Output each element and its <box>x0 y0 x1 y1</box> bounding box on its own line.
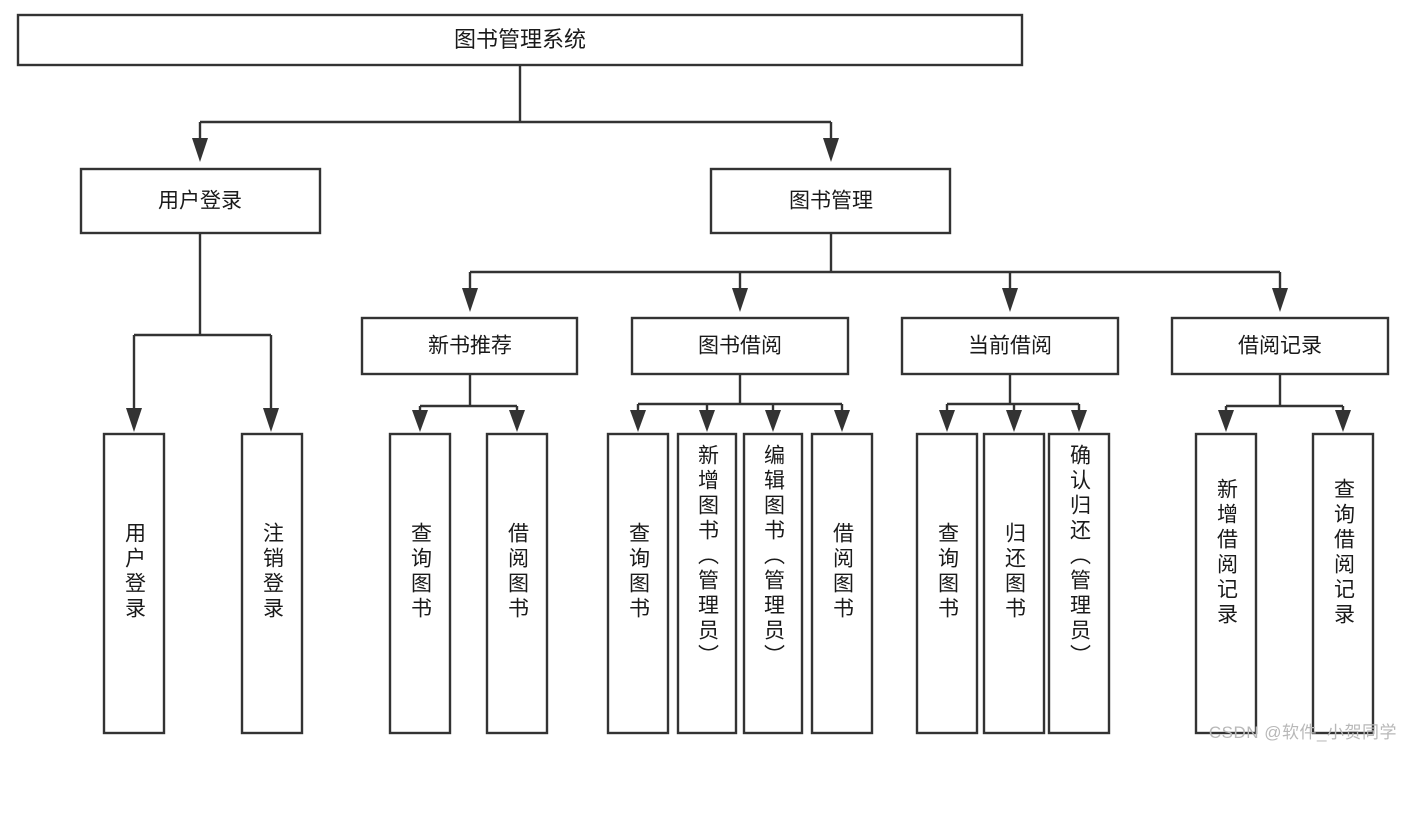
node-book-manage[interactable]: 图书管理 <box>709 167 952 235</box>
leaf-edit-book-box[interactable] <box>742 432 804 735</box>
leaf-add-book-box[interactable] <box>676 432 738 735</box>
node-book-borrow[interactable]: 图书借阅 <box>630 316 850 376</box>
node-new-book-recommend[interactable]: 新书推荐 <box>360 316 579 376</box>
leaf-borrow-book-1-box[interactable] <box>485 432 549 735</box>
arrow-head-book-borrow <box>732 288 748 312</box>
leaf-return-book-box[interactable] <box>982 432 1046 735</box>
arrow-head-leaf-query-book-3 <box>939 410 955 432</box>
connector-group-book-borrow <box>630 374 850 432</box>
connector-group-new-book-recommend <box>412 374 525 432</box>
leaf-query-book-1-box[interactable] <box>388 432 452 735</box>
arrow-head-leaf-borrow-book-2 <box>834 410 850 432</box>
arrow-head-leaf-query-book-1 <box>412 410 428 432</box>
node-current-borrow-box[interactable] <box>900 316 1120 376</box>
connector-group-root <box>192 65 839 162</box>
node-root-label: 图书管理系统 <box>454 27 586 52</box>
node-user-login[interactable]: 用户登录 <box>79 167 322 235</box>
leaf-query-record-box[interactable] <box>1311 432 1375 735</box>
arrow-head-user-login <box>192 138 208 162</box>
node-current-borrow[interactable]: 当前借阅 <box>900 316 1120 376</box>
arrow-head-current-borrow <box>1002 288 1018 312</box>
diagram-root: 图书管理系统 用户登录 图书管理 新书推荐 图书借阅 当前借阅 借阅记录 <box>16 13 1397 742</box>
arrow-head-new-book-recommend <box>462 288 478 312</box>
leaf-borrow-book-2-box[interactable] <box>810 432 874 735</box>
connector-group-current-borrow <box>939 374 1087 432</box>
leaf-user-logout-box[interactable] <box>240 432 304 735</box>
node-user-login-box[interactable] <box>79 167 322 235</box>
node-borrow-record[interactable]: 借阅记录 <box>1170 316 1390 376</box>
arrow-head-leaf-query-book-2 <box>630 410 646 432</box>
leaf-query-book-3-box[interactable] <box>915 432 979 735</box>
node-current-borrow-label: 当前借阅 <box>968 335 1052 358</box>
arrow-head-leaf-add-book <box>699 410 715 432</box>
node-book-borrow-box[interactable] <box>630 316 850 376</box>
arrow-head-borrow-record <box>1272 288 1288 312</box>
arrow-head-leaf-borrow-book-1 <box>509 410 525 432</box>
arrow-head-leaf-add-record <box>1218 410 1234 432</box>
node-book-manage-box[interactable] <box>709 167 952 235</box>
leaf-add-record-box[interactable] <box>1194 432 1258 735</box>
arrow-head-leaf-user-login <box>126 408 142 432</box>
connector-group-book-manage <box>462 233 1288 312</box>
arrow-head-leaf-user-logout <box>263 408 279 432</box>
node-book-manage-label: 图书管理 <box>789 190 873 213</box>
leaf-user-login-box[interactable] <box>102 432 166 735</box>
node-user-login-label: 用户登录 <box>158 190 242 213</box>
arrow-head-leaf-query-record <box>1335 410 1351 432</box>
connector-group-user-login <box>126 233 279 432</box>
arrow-head-book-manage <box>823 138 839 162</box>
node-borrow-record-label: 借阅记录 <box>1238 335 1322 358</box>
node-root[interactable]: 图书管理系统 <box>16 13 1024 67</box>
leaf-query-book-2-box[interactable] <box>606 432 670 735</box>
node-new-book-recommend-label: 新书推荐 <box>428 335 512 358</box>
node-borrow-record-box[interactable] <box>1170 316 1390 376</box>
node-root-box[interactable] <box>16 13 1024 67</box>
arrow-head-leaf-confirm-return <box>1071 410 1087 432</box>
arrow-head-leaf-edit-book <box>765 410 781 432</box>
diagram-canvas: 图书管理系统 用户登录 图书管理 新书推荐 图书借阅 当前借阅 借阅记录 <box>16 13 1390 735</box>
arrow-head-leaf-return-book <box>1006 410 1022 432</box>
node-book-borrow-label: 图书借阅 <box>698 335 782 358</box>
leaf-confirm-return-box[interactable] <box>1047 432 1111 735</box>
csdn-watermark: CSDN @软件_小贺同学 <box>1208 723 1397 742</box>
node-new-book-recommend-box[interactable] <box>360 316 579 376</box>
connector-group-borrow-record <box>1218 374 1351 432</box>
